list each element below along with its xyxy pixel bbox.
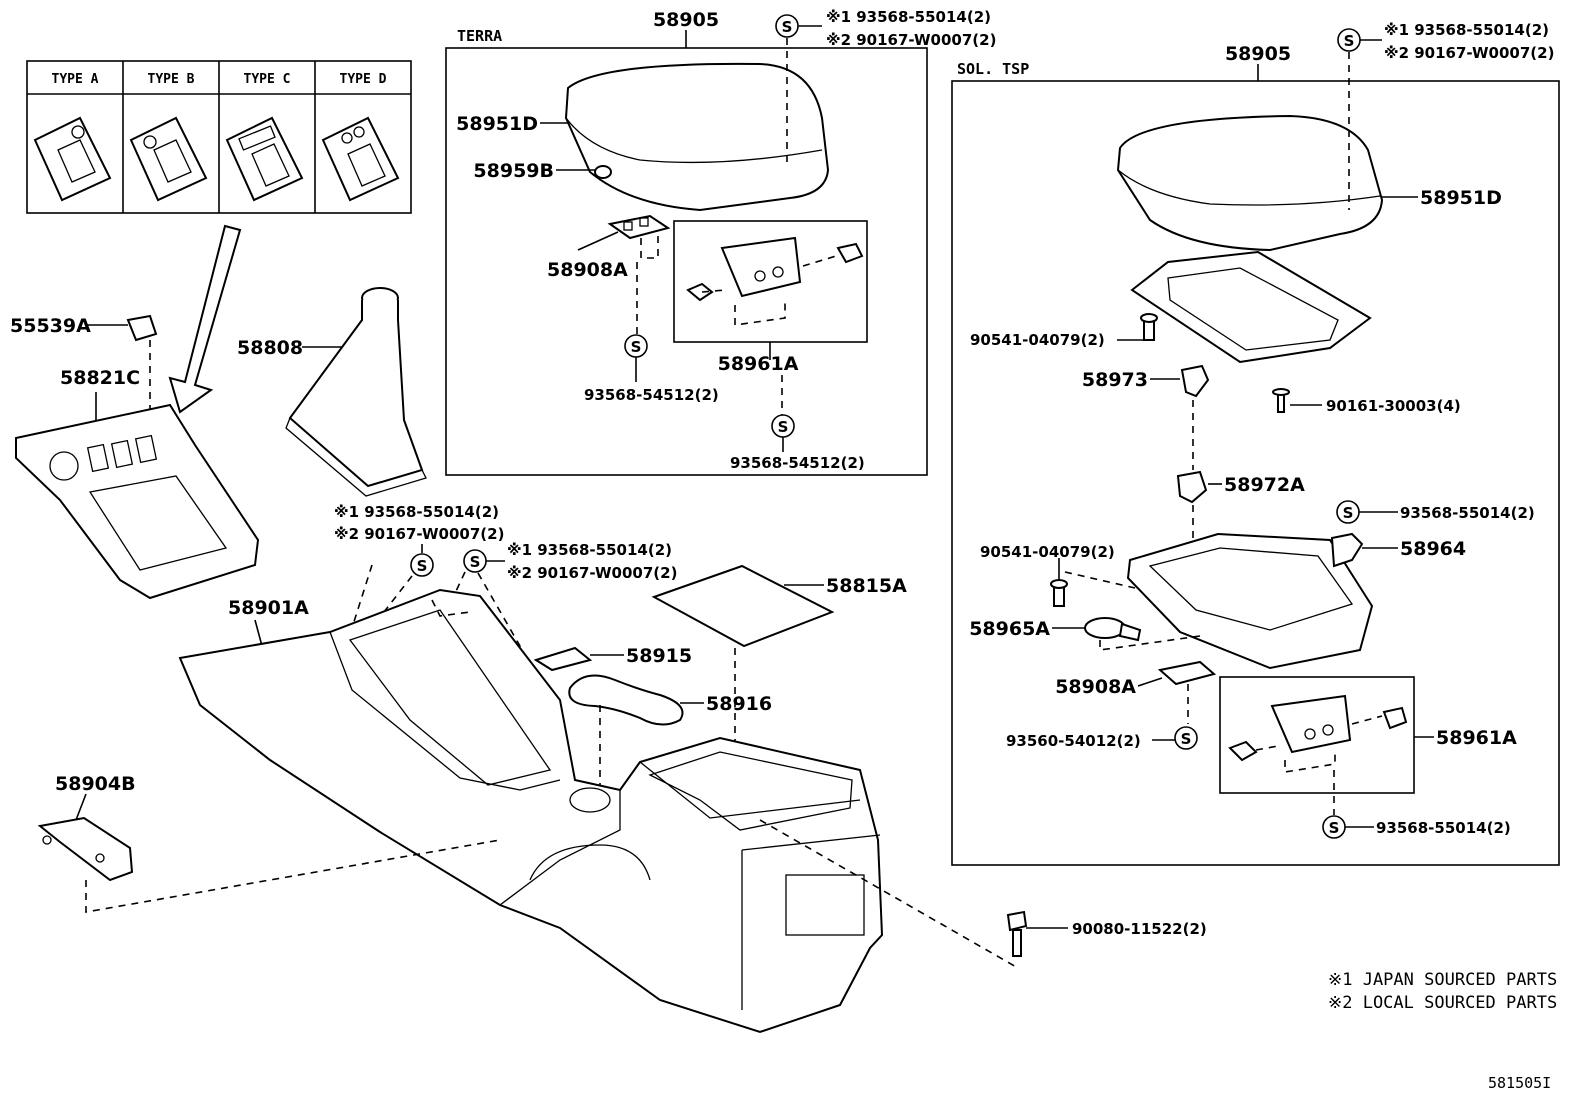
part-58951d-sol: 58951D xyxy=(1420,187,1502,209)
part-58965a: 58965A xyxy=(969,618,1050,640)
part-93568-54512-a: 93568-54512(2) xyxy=(584,386,719,404)
part-58973: 58973 xyxy=(1082,369,1148,391)
part-58961a-terra: 58961A xyxy=(718,353,799,375)
part-58908a-sol: 58908A xyxy=(1055,676,1136,698)
part-58959b: 58959B xyxy=(473,160,554,182)
callout-mid-right-2: ※2 90167-W0007(2) xyxy=(507,564,677,582)
part-90541-04079-b: 90541-04079(2) xyxy=(980,543,1115,561)
screw-symbol-text: S xyxy=(1344,32,1355,50)
screw-symbol-text: S xyxy=(417,557,428,575)
screw-symbol-text: S xyxy=(1343,504,1354,522)
screw-symbol-text: S xyxy=(1329,819,1340,837)
screw-symbol-sol-mid xyxy=(1174,726,1198,750)
type-c-header: TYPE C xyxy=(244,72,291,87)
pad-58815a-drawing xyxy=(651,564,835,648)
part-58815a: 58815A xyxy=(826,575,907,597)
note-local-sourced: ※2 LOCAL SOURCED PARTS xyxy=(1328,993,1557,1013)
screw-symbol-mid-left xyxy=(410,553,434,577)
striker-58965a-drawing xyxy=(1084,617,1142,642)
cover-58904b-drawing xyxy=(37,816,134,882)
cap-58959b-drawing xyxy=(594,165,612,179)
callout-mid-right-1: ※1 93568-55014(2) xyxy=(507,541,672,559)
armrest-lid-terra xyxy=(564,62,830,212)
terra-group: TERRA 58905 58951D 58959B 58908A S 93568… xyxy=(445,8,996,476)
figure-id: 581505I xyxy=(1488,1074,1551,1092)
part-58808: 58808 xyxy=(237,337,303,359)
shift-panel-58821c-drawing xyxy=(15,403,260,600)
sol-tsp-group: SOL. TSP 58905 58951D 90541-04079(2) 589… xyxy=(951,21,1560,866)
part-93560-54012: 93560-54012(2) xyxy=(1006,732,1141,750)
lid-base-plate xyxy=(1130,250,1372,364)
type-d-header: TYPE D xyxy=(340,72,387,87)
part-90541-04079-a: 90541-04079(2) xyxy=(970,331,1105,349)
lock-subbox-sol xyxy=(1219,676,1415,794)
cup-holder-58916-drawing xyxy=(568,674,684,726)
callout-sol-1: ※1 93568-55014(2) xyxy=(1384,21,1549,39)
screw-symbol-text: S xyxy=(631,338,642,356)
part-55539a: 55539A xyxy=(10,315,91,337)
type-b-header: TYPE B xyxy=(148,72,195,87)
screw-symbol-text: S xyxy=(470,553,481,571)
screw-symbol-text: S xyxy=(778,418,789,436)
note-japan-sourced: ※1 JAPAN SOURCED PARTS xyxy=(1328,970,1557,990)
screw-symbol-text: S xyxy=(782,18,793,36)
direction-arrow xyxy=(168,224,242,414)
screw-90541-upper-drawing xyxy=(1140,313,1158,341)
shift-boot-58808-drawing xyxy=(285,287,427,497)
callout-terra-2: ※2 90167-W0007(2) xyxy=(826,31,996,49)
type-b-panel-drawing xyxy=(129,116,208,202)
type-a-panel-drawing xyxy=(33,116,112,202)
type-c-panel-drawing xyxy=(225,116,304,202)
callout-sol-2: ※2 90167-W0007(2) xyxy=(1384,44,1554,62)
part-58972a: 58972A xyxy=(1224,474,1305,496)
center-console-58901a-drawing xyxy=(178,588,884,1034)
callout-terra-1: ※1 93568-55014(2) xyxy=(826,8,991,26)
cap-55539a-drawing xyxy=(126,314,158,342)
part-58916: 58916 xyxy=(706,693,772,715)
part-58821c: 58821C xyxy=(60,367,140,389)
screw-90161-drawing xyxy=(1272,388,1290,413)
part-58915: 58915 xyxy=(626,645,692,667)
callout-mid-left-1: ※1 93568-55014(2) xyxy=(334,503,499,521)
part-58901a: 58901A xyxy=(228,597,309,619)
bolt-90080-drawing xyxy=(1006,910,1028,957)
part-58908a-terra: 58908A xyxy=(547,259,628,281)
screw-symbol-text: S xyxy=(1181,730,1192,748)
part-58951d-terra: 58951D xyxy=(456,113,538,135)
armrest-lid-sol xyxy=(1116,114,1384,252)
sol-tsp-section-label: SOL. TSP xyxy=(957,60,1029,78)
latch-58972a-drawing xyxy=(1176,470,1208,504)
type-a-header: TYPE A xyxy=(52,72,99,87)
type-d-panel-drawing xyxy=(321,116,400,202)
part-93568-54512-b: 93568-54512(2) xyxy=(730,454,865,472)
sol-tsp-box xyxy=(951,80,1560,866)
bracket-58964-drawing xyxy=(1330,532,1364,568)
lock-58961a-sol xyxy=(1228,694,1408,773)
part-58905-sol: 58905 xyxy=(1225,43,1291,65)
terra-section-label: TERRA xyxy=(457,27,502,45)
storage-box-sol xyxy=(1126,532,1374,670)
part-58905-terra: 58905 xyxy=(653,9,719,31)
part-93568-55014-right: 93568-55014(2) xyxy=(1400,504,1535,522)
part-58961a-sol: 58961A xyxy=(1436,727,1517,749)
part-58904b: 58904B xyxy=(55,773,136,795)
callout-mid-left-2: ※2 90167-W0007(2) xyxy=(334,525,504,543)
cover-58915-drawing xyxy=(533,646,593,672)
screw-90541-lower-drawing xyxy=(1050,579,1068,607)
part-93568-55014-bottom: 93568-55014(2) xyxy=(1376,819,1511,837)
type-table: TYPE A TYPE B TYPE C TYPE D xyxy=(26,60,412,214)
part-58964: 58964 xyxy=(1400,538,1466,560)
hinge-58908a-terra xyxy=(607,214,671,240)
lock-58961a-terra xyxy=(686,236,864,326)
clip-58973-drawing xyxy=(1180,364,1210,398)
part-90161-30003: 90161-30003(4) xyxy=(1326,397,1461,415)
part-90080-11522: 90080-11522(2) xyxy=(1072,920,1207,938)
hinge-58908a-sol xyxy=(1157,660,1217,686)
